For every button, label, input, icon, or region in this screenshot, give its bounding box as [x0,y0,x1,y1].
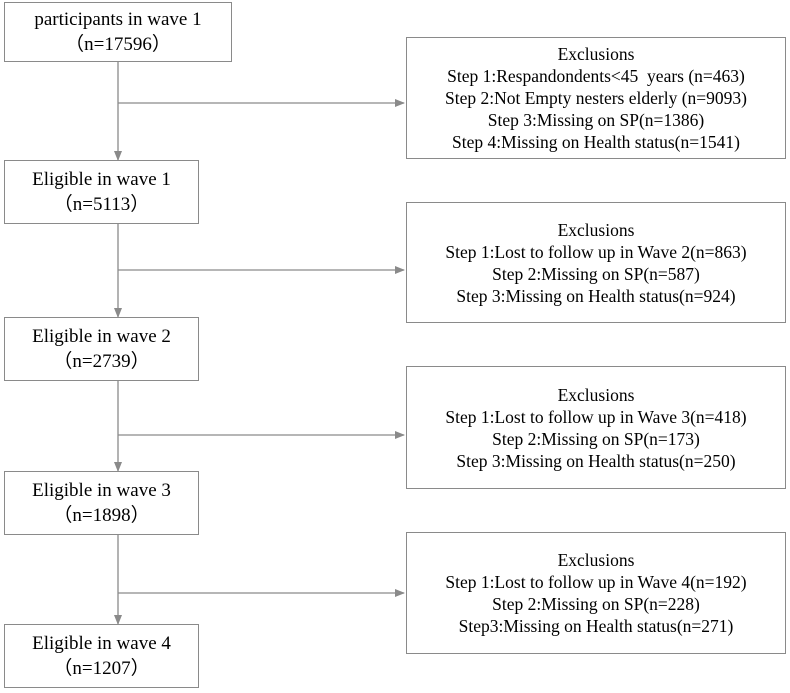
box-title: Eligible in wave 4 [32,633,171,654]
box-count: （n=1207） [53,658,150,679]
exclusion-step: Step 1:Respandondents<45 years (n=463) [447,66,745,86]
eligible-wave3-box: Eligible in wave 3 （n=1898） [4,471,199,535]
exclusions-box-2: Exclusions Step 1:Lost to follow up in W… [406,202,786,323]
box-title: Eligible in wave 1 [32,169,171,190]
exclusion-step: Step 1:Lost to follow up in Wave 4(n=192… [445,572,747,592]
exclusion-step: Step 3:Missing on SP(n=1386) [487,110,705,130]
participants-wave1-box: participants in wave 1 （n=17596） [4,2,232,62]
exclusion-step: Step3:Missing on Health status(n=271) [458,616,734,636]
exclusions-heading: Exclusions [557,550,635,570]
box-count: （n=2739） [53,351,150,372]
exclusion-step: Step 4:Missing on Health status(n=1541) [452,132,740,152]
exclusions-heading: Exclusions [557,384,635,405]
exclusion-step: Step 2:Not Empty nesters elderly (n=9093… [445,88,747,108]
exclusions-heading: Exclusions [557,219,635,240]
eligible-wave1-box: Eligible in wave 1 （n=5113） [4,160,199,224]
exclusion-step: Step 1:Lost to follow up in Wave 3(n=418… [445,406,747,427]
exclusions-heading: Exclusions [557,44,635,64]
box-count: （n=5113） [53,194,150,215]
exclusion-step: Step 3:Missing on Health status(n=924) [456,285,736,306]
box-title: Eligible in wave 2 [32,326,171,347]
exclusion-step: Step 2:Missing on SP(n=228) [492,594,700,614]
exclusions-box-3: Exclusions Step 1:Lost to follow up in W… [406,366,786,489]
exclusion-step: Step 3:Missing on Health status(n=250) [456,450,736,471]
box-title: Eligible in wave 3 [32,480,171,501]
exclusions-box-1: Exclusions Step 1:Respandondents<45 year… [406,37,786,159]
exclusion-step: Step 2:Missing on SP(n=587) [492,263,700,284]
eligible-wave4-box: Eligible in wave 4 （n=1207） [4,624,199,688]
box-count: （n=17596） [65,34,171,55]
exclusion-step: Step 1:Lost to follow up in Wave 2(n=863… [445,241,747,262]
box-title: participants in wave 1 [34,9,202,30]
exclusions-box-4: Exclusions Step 1:Lost to follow up in W… [406,532,786,654]
box-count: （n=1898） [53,505,150,526]
exclusion-step: Step 2:Missing on SP(n=173) [492,428,700,449]
eligible-wave2-box: Eligible in wave 2 （n=2739） [4,317,199,381]
